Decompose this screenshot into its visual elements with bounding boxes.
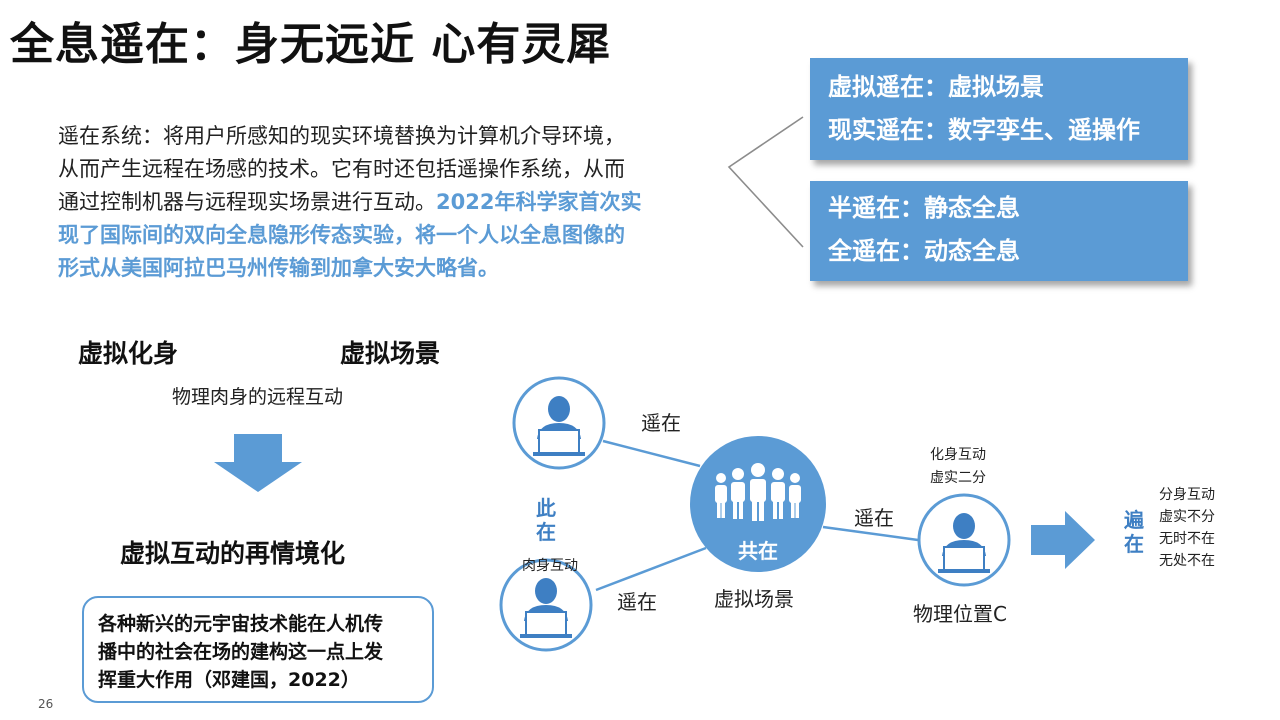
- ubiquity-list: 分身互动 虚实不分 无时不在 无处不在: [1159, 484, 1215, 572]
- connector-bottom: [595, 546, 707, 592]
- telepresence-label-top: 遥在: [641, 411, 681, 435]
- intro-line: 遥在系统：将用户所感知的现实环境替换为计算机介导环境，: [58, 124, 625, 148]
- bracket-connector: [727, 116, 804, 248]
- bian-zai-char: 遍: [1124, 508, 1144, 532]
- page-title: 全息遥在：身无远近 心有灵犀: [10, 19, 612, 70]
- quote-line: 播中的社会在场的建构这一点上发: [98, 641, 384, 663]
- heading-recontextualization: 虚拟互动的再情境化: [120, 539, 346, 568]
- heading-virtual-avatar: 虚拟化身: [78, 339, 179, 368]
- intro-highlight: 2022年科学家首次实: [436, 190, 642, 214]
- intro-line: 通过控制机器与远程现实场景进行互动。2022年科学家首次实: [58, 190, 642, 214]
- intro-line: 从而产生远程在场感的技术。它有时还包括遥操作系统，从而: [58, 157, 625, 181]
- right-arrow-icon: [1031, 511, 1095, 569]
- telepresence-label-right: 遥在: [854, 506, 894, 530]
- person-laptop-icon: [533, 396, 585, 456]
- subtitle-remote-interaction: 物理肉身的远程互动: [172, 386, 344, 408]
- box-line: 半遥在：静态全息: [828, 194, 1020, 222]
- center-caption: 虚拟场景: [714, 587, 794, 611]
- person-laptop-icon: [520, 578, 572, 638]
- person-laptop-icon: [938, 513, 990, 573]
- page-number: 26: [38, 697, 54, 711]
- connector-top: [602, 439, 701, 468]
- bian-zai-char: 在: [1124, 532, 1144, 556]
- bian-zai-label: 遍 在: [1122, 508, 1146, 556]
- list-item: 无处不在: [1159, 553, 1215, 569]
- box-line: 全遥在：动态全息: [828, 237, 1020, 265]
- flesh-interaction-label: 肉身互动: [522, 558, 578, 574]
- person-node-bottom: [499, 558, 593, 652]
- down-arrow-icon: [214, 434, 302, 492]
- box-line: 虚拟遥在：虚拟场景: [828, 73, 1044, 101]
- list-item: 无时不在: [1159, 531, 1215, 547]
- person-node-top: [512, 376, 606, 470]
- ci-zai-label: 此 在: [534, 496, 558, 544]
- connector-right: [822, 525, 919, 542]
- telepresence-label-bottom: 遥在: [617, 590, 657, 614]
- box-line: 现实遥在：数字孪生、遥操作: [828, 116, 1140, 144]
- virtual-real-telepresence-box: 虚拟遥在：虚拟场景 现实遥在：数字孪生、遥操作: [810, 58, 1188, 160]
- intro-highlight: 形式从美国阿拉巴马州传输到加拿大安大略省。: [58, 256, 499, 280]
- list-item: 分身互动: [1159, 487, 1215, 503]
- physical-location-label: 物理位置C: [913, 602, 1007, 626]
- ci-zai-char: 此: [536, 496, 556, 520]
- person-node-right: [917, 493, 1011, 587]
- virtual-real-split-label: 虚实二分: [930, 470, 986, 486]
- quote-box: 各种新兴的元宇宙技术能在人机传 播中的社会在场的建构这一点上发 挥重大作用（邓建…: [82, 596, 434, 703]
- intro-highlight: 现了国际间的双向全息隐形传态实验，将一个人以全息图像的: [58, 223, 625, 247]
- center-crowd-node: [690, 436, 826, 572]
- center-node-label: 共在: [738, 539, 778, 563]
- heading-virtual-scene: 虚拟场景: [340, 339, 441, 368]
- avatar-interaction-label: 化身互动: [930, 447, 986, 463]
- list-item: 虚实不分: [1159, 509, 1215, 525]
- ci-zai-char: 在: [536, 520, 556, 544]
- half-full-telepresence-box: 半遥在：静态全息 全遥在：动态全息: [810, 181, 1188, 281]
- intro-paragraph: 遥在系统：将用户所感知的现实环境替换为计算机介导环境， 从而产生远程在场感的技术…: [58, 120, 738, 285]
- quote-line: 挥重大作用（邓建国，2022）: [98, 669, 360, 691]
- crowd-icon: [715, 463, 801, 521]
- quote-line: 各种新兴的元宇宙技术能在人机传: [98, 613, 384, 635]
